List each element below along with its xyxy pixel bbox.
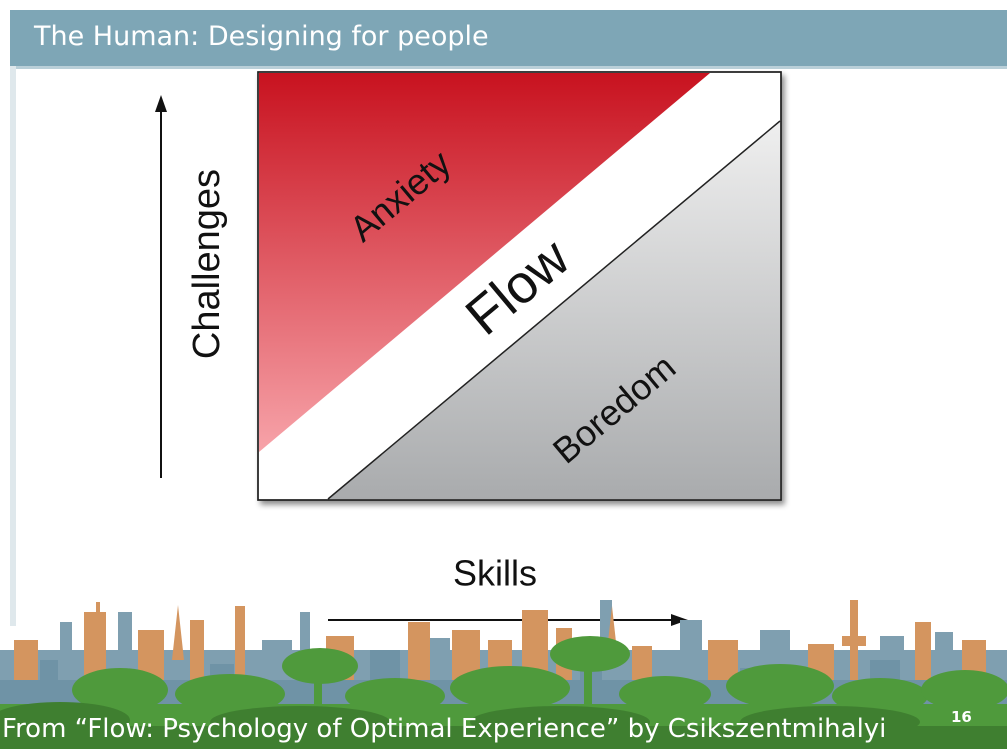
boredom-edge bbox=[327, 120, 781, 500]
page-number: 16 bbox=[951, 708, 972, 726]
skyline-illustration bbox=[0, 600, 1007, 749]
x-axis-label: Skills bbox=[453, 553, 537, 594]
header-band bbox=[10, 10, 1007, 66]
y-axis-arrow-head bbox=[155, 95, 167, 112]
diagram-border bbox=[257, 71, 782, 501]
x-axis-arrow-head bbox=[671, 614, 688, 626]
header-stripe bbox=[10, 66, 1007, 69]
source-caption: From “Flow: Psychology of Optimal Experi… bbox=[2, 714, 887, 744]
anxiety-region bbox=[259, 73, 710, 452]
page-title: The Human: Designing for people bbox=[34, 21, 489, 52]
left-rule bbox=[10, 66, 16, 626]
y-axis-label: Challenges bbox=[186, 169, 228, 359]
